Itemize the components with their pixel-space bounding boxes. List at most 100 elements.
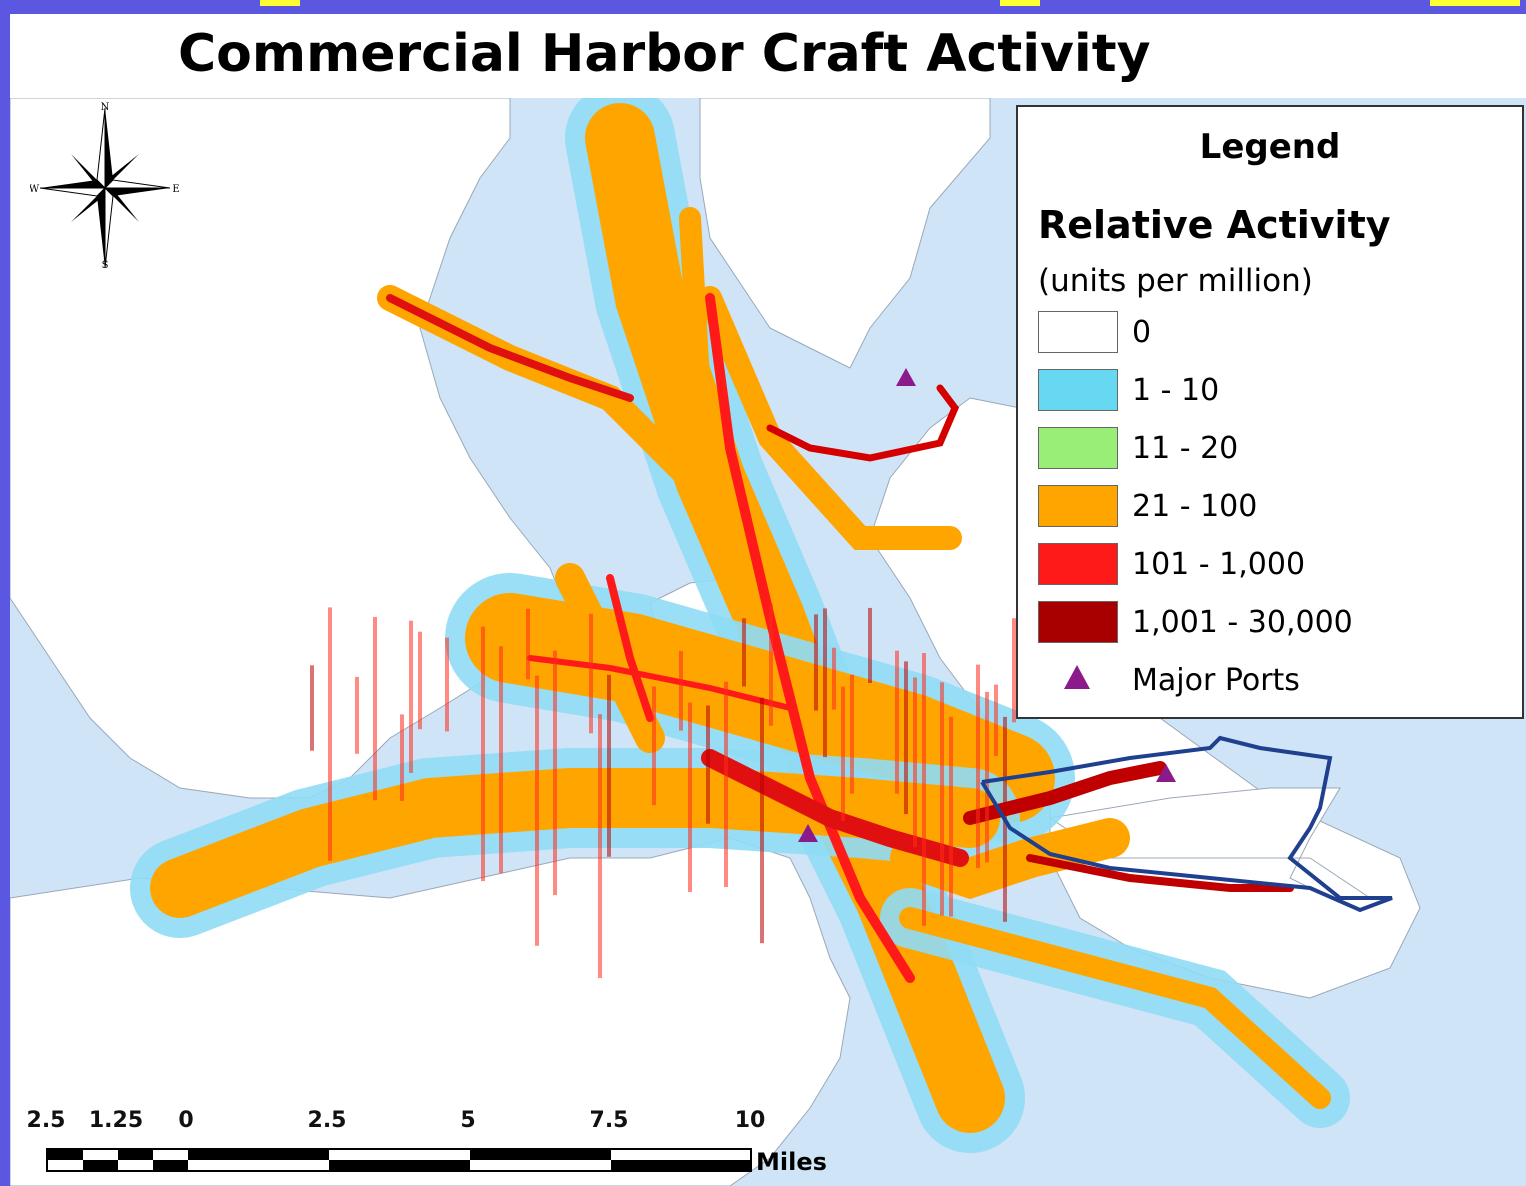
activity-cell-strip — [373, 616, 377, 801]
major-ports — [798, 368, 1176, 842]
activity-cell-strip — [1012, 618, 1016, 723]
activity-cell-strip — [409, 620, 413, 773]
map-legend: Legend Relative Activity (units per mill… — [1016, 105, 1524, 719]
scale-seg — [188, 1150, 329, 1160]
activity-cell-strip — [922, 653, 926, 926]
scale-tick-label: 7.5 — [589, 1108, 629, 1133]
legend-swatch — [1038, 543, 1118, 585]
activity-cell-strip — [823, 608, 827, 758]
title-band — [10, 14, 1526, 98]
activity-cell-strip — [832, 647, 836, 710]
slide-frame-top — [0, 0, 1526, 14]
legend-swatch — [1038, 311, 1118, 353]
legend-class: 21 - 100 — [1038, 485, 1508, 529]
activity-cell-strip — [535, 675, 539, 946]
activity-cell-strip — [949, 716, 953, 917]
legend-ports-label: Major Ports — [1132, 663, 1300, 698]
activity-cell-strip — [679, 650, 683, 731]
legend-swatch — [1038, 369, 1118, 411]
scale-tick-label: 2.5 — [26, 1108, 66, 1133]
title-artifact — [260, 0, 300, 6]
compass-n: N — [101, 102, 110, 113]
activity-cell-strip — [814, 614, 818, 711]
legend-heading: Legend — [1199, 127, 1341, 167]
legend-class-label: 101 - 1,000 — [1132, 547, 1306, 582]
scale-tick-label: 10 — [734, 1108, 766, 1133]
activity-cell-strip — [310, 665, 314, 751]
activity-cell-strip — [760, 697, 764, 944]
activity-cell-strip — [994, 684, 998, 757]
scale-seg — [153, 1160, 188, 1170]
scale-seg — [470, 1150, 611, 1160]
raster-striping — [310, 604, 1016, 979]
activity-cell-strip — [895, 650, 899, 794]
scale-tick-label: 2.5 — [307, 1108, 347, 1133]
activity-cell-strip — [445, 637, 449, 732]
legend-class: 1 - 10 — [1038, 369, 1508, 413]
compass-w: W — [30, 184, 40, 195]
activity-cell-strip — [706, 705, 710, 824]
legend-subheading: Relative Activity — [1038, 203, 1391, 247]
scale-seg — [329, 1160, 470, 1170]
compass-s: S — [102, 260, 109, 270]
compass-e: E — [172, 184, 179, 195]
compass-rose-icon: N S E W — [30, 102, 180, 270]
legend-class: 101 - 1,000 — [1038, 543, 1508, 587]
legend-class-label: 0 — [1132, 315, 1152, 350]
legend-class-label: 1 - 10 — [1132, 373, 1220, 408]
scale-seg — [48, 1150, 83, 1160]
port-triangle-icon — [1064, 665, 1090, 689]
legend-class-label: 11 - 20 — [1132, 431, 1239, 466]
legend-swatch — [1038, 485, 1118, 527]
activity-cell-strip — [328, 607, 332, 861]
port-marker — [896, 368, 916, 386]
activity-cell-strip — [904, 661, 908, 815]
activity-cell-strip — [553, 650, 557, 896]
legend-ports: Major Ports — [1038, 659, 1508, 703]
activity-cell-strip — [481, 626, 485, 882]
activity-cell-strip — [355, 676, 359, 754]
activity-cell-strip — [724, 681, 728, 887]
scale-seg — [118, 1150, 153, 1160]
activity-cell-strip — [589, 613, 593, 734]
title-artifact — [1000, 0, 1040, 6]
activity-cell-strip — [526, 608, 530, 680]
page-title: Commercial Harbor Craft Activity — [178, 24, 1151, 84]
legend-swatch — [1038, 601, 1118, 643]
land-north-bay — [699, 98, 991, 369]
legend-class: 0 — [1038, 311, 1508, 355]
slide-frame-left — [0, 0, 10, 1186]
activity-cell-strip — [769, 604, 773, 726]
legend-class: 1,001 - 30,000 — [1038, 601, 1508, 645]
legend-class-label: 1,001 - 30,000 — [1132, 605, 1353, 640]
scale-bar — [46, 1148, 752, 1172]
activity-cell-strip — [688, 702, 692, 892]
scale-seg — [611, 1160, 750, 1170]
activity-cell-strip — [985, 691, 989, 863]
scale-tick-label: 0 — [178, 1108, 194, 1133]
activity-cell-strip — [868, 607, 872, 683]
study-boundary — [980, 735, 1393, 913]
activity-cell-strip — [652, 686, 656, 806]
legend-class: 11 - 20 — [1038, 427, 1508, 471]
scale-tick-label: 1.25 — [88, 1108, 144, 1133]
scale-seg — [83, 1160, 118, 1170]
activity-cell-strip — [976, 664, 980, 869]
activity-cell-strip — [940, 682, 944, 916]
title-artifact — [1430, 0, 1520, 6]
scale-unit: Miles — [756, 1148, 827, 1176]
activity-cell-strip — [841, 686, 845, 821]
legend-class-label: 21 - 100 — [1132, 489, 1258, 524]
activity-cell-strip — [499, 646, 503, 874]
legend-swatch — [1038, 427, 1118, 469]
activity-cell-strip — [607, 674, 611, 857]
activity-cell-strip — [913, 677, 917, 848]
legend-units: (units per million) — [1038, 263, 1313, 299]
activity-cell-strip — [742, 618, 746, 687]
port-marker — [798, 824, 818, 842]
activity-cell-strip — [598, 714, 602, 979]
activity-cell-strip — [850, 674, 854, 794]
scale-tick-label: 5 — [460, 1108, 476, 1133]
activity-cell-strip — [400, 714, 404, 801]
activity-cell-strip — [418, 631, 422, 730]
